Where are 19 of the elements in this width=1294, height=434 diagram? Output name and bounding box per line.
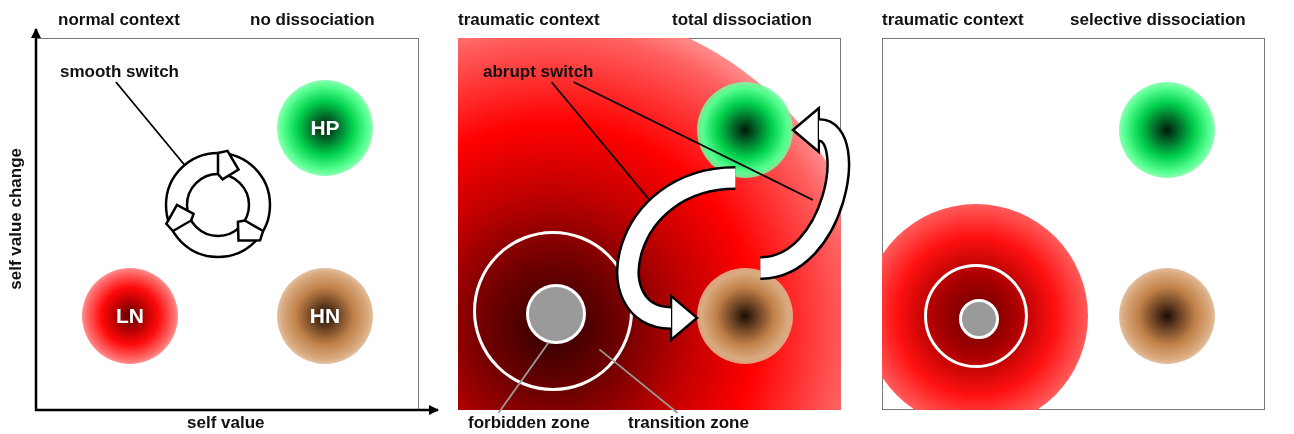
- panel-heading: traumatic context: [458, 10, 600, 30]
- blob-label: LN: [116, 304, 144, 328]
- callout-text: transition zone: [628, 413, 749, 433]
- boundary-ring: [924, 264, 1028, 368]
- panel-heading: normal context: [58, 10, 180, 30]
- callout-text: smooth switch: [60, 62, 179, 82]
- leader-line: [572, 81, 814, 201]
- callout-text: abrupt switch: [483, 62, 594, 82]
- blob-label: HP: [310, 116, 340, 140]
- callout-text: forbidden zone: [468, 413, 590, 433]
- axis-label: self value change: [6, 148, 26, 290]
- blob-label: HN: [309, 304, 341, 328]
- boundary-ring: [473, 231, 633, 391]
- panel-heading: traumatic context: [882, 10, 1024, 30]
- leader-line: [115, 81, 186, 166]
- axis-label: self value: [187, 413, 265, 433]
- panel-heading: no dissociation: [250, 10, 375, 30]
- panel-heading: selective dissociation: [1070, 10, 1246, 30]
- panel-heading: total dissociation: [672, 10, 812, 30]
